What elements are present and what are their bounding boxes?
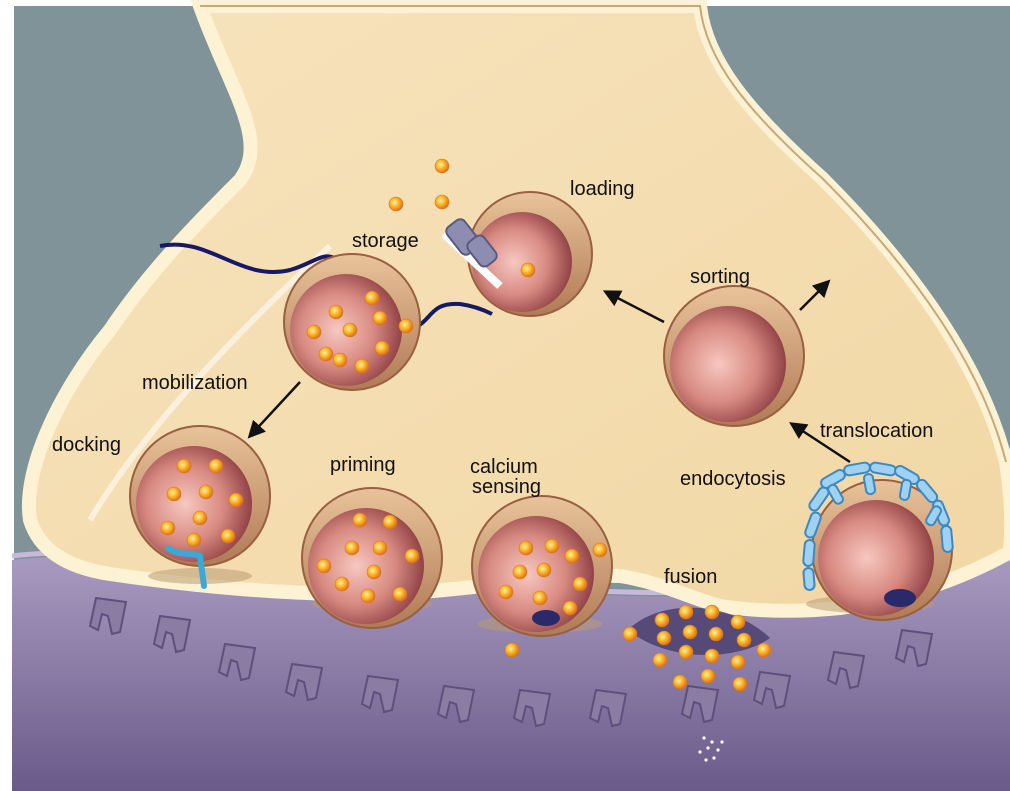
label-endocytosis: endocytosis	[680, 468, 786, 490]
neurotransmitter-molecule	[513, 565, 527, 579]
label-fusion: fusion	[664, 566, 717, 588]
calcium-sensor	[532, 610, 560, 626]
neurotransmitter-molecule	[731, 615, 745, 629]
ion	[706, 746, 709, 749]
neurotransmitter-molecule	[733, 677, 747, 691]
label-priming: priming	[330, 454, 396, 476]
neurotransmitter-molecule	[655, 613, 669, 627]
neurotransmitter-molecule	[373, 541, 387, 555]
neurotransmitter-molecule	[537, 563, 551, 577]
ion	[704, 758, 707, 761]
neurotransmitter-molecule	[435, 195, 449, 209]
neurotransmitter-molecule	[533, 591, 547, 605]
label-sorting: sorting	[690, 266, 750, 288]
ion	[720, 740, 723, 743]
neurotransmitter-molecule	[593, 543, 607, 557]
neurotransmitter-molecule	[193, 511, 207, 525]
neurotransmitter-molecule	[405, 549, 419, 563]
neurotransmitter-molecule	[705, 605, 719, 619]
neurotransmitter-molecule	[701, 669, 715, 683]
ion	[716, 748, 719, 751]
ion	[702, 736, 705, 739]
neurotransmitter-molecule	[393, 587, 407, 601]
neurotransmitter-molecule	[435, 159, 449, 173]
label-storage: storage	[352, 230, 419, 252]
label-translocation: translocation	[820, 420, 933, 442]
neurotransmitter-molecule	[683, 625, 697, 639]
neurotransmitter-molecule	[317, 559, 331, 573]
neurotransmitter-molecule	[373, 311, 387, 325]
clathrin-segment	[941, 526, 953, 553]
neurotransmitter-molecule	[565, 549, 579, 563]
neurotransmitter-molecule	[679, 645, 693, 659]
neurotransmitter-molecule	[335, 577, 349, 591]
vesicle-lumen	[670, 306, 786, 422]
neurotransmitter-molecule	[657, 631, 671, 645]
neurotransmitter-molecule	[705, 649, 719, 663]
neurotransmitter-molecule	[209, 459, 223, 473]
neurotransmitter-molecule	[399, 319, 413, 333]
neurotransmitter-molecule	[229, 493, 243, 507]
neurotransmitter-molecule	[731, 655, 745, 669]
neurotransmitter-molecule	[307, 325, 321, 339]
neurotransmitter-molecule	[679, 605, 693, 619]
neurotransmitter-molecule	[199, 485, 213, 499]
clathrin-segment	[803, 568, 815, 591]
neurotransmitter-molecule	[361, 589, 375, 603]
neurotransmitter-molecule	[563, 601, 577, 615]
ion	[698, 750, 701, 753]
label-calcium: calcium	[470, 456, 538, 478]
neurotransmitter-molecule	[353, 513, 367, 527]
ion	[712, 756, 715, 759]
vesicle-storage	[284, 254, 420, 390]
neurotransmitter-molecule	[505, 643, 519, 657]
neurotransmitter-molecule	[519, 541, 533, 555]
neurotransmitter-molecule	[673, 675, 687, 689]
neurotransmitter-molecule	[709, 627, 723, 641]
neurotransmitter-molecule	[367, 565, 381, 579]
label-docking: docking	[52, 434, 121, 456]
neurotransmitter-molecule	[177, 459, 191, 473]
neurotransmitter-molecule	[383, 515, 397, 529]
vesicle-priming	[302, 488, 442, 628]
vesicle-lumen	[818, 500, 934, 616]
neurotransmitter-molecule	[187, 533, 201, 547]
dynamin-neck	[884, 589, 916, 607]
clathrin-segment	[803, 540, 815, 567]
neurotransmitter-molecule	[757, 643, 771, 657]
ion	[710, 740, 713, 743]
neurotransmitter-molecule	[355, 359, 369, 373]
neurotransmitter-molecule	[167, 487, 181, 501]
neurotransmitter-molecule	[343, 323, 357, 337]
neurotransmitter-molecule	[499, 585, 513, 599]
neurotransmitter-molecule	[521, 263, 535, 277]
label-loading: loading	[570, 178, 635, 200]
label-mobilization: mobilization	[142, 372, 248, 394]
neurotransmitter-molecule	[319, 347, 333, 361]
neurotransmitter-molecule	[573, 577, 587, 591]
neurotransmitter-molecule	[365, 291, 379, 305]
neurotransmitter-molecule	[389, 197, 403, 211]
label-sensing: sensing	[472, 476, 541, 498]
vesicle-sorting	[664, 286, 804, 426]
neurotransmitter-molecule	[375, 341, 389, 355]
neurotransmitter-molecule	[161, 521, 175, 535]
neurotransmitter-molecule	[221, 529, 235, 543]
neurotransmitter-molecule	[345, 541, 359, 555]
neurotransmitter-molecule	[329, 305, 343, 319]
neurotransmitter-molecule	[653, 653, 667, 667]
neurotransmitter-molecule	[737, 633, 751, 647]
neurotransmitter-molecule	[333, 353, 347, 367]
neurotransmitter-molecule	[623, 627, 637, 641]
neurotransmitter-molecule	[545, 539, 559, 553]
